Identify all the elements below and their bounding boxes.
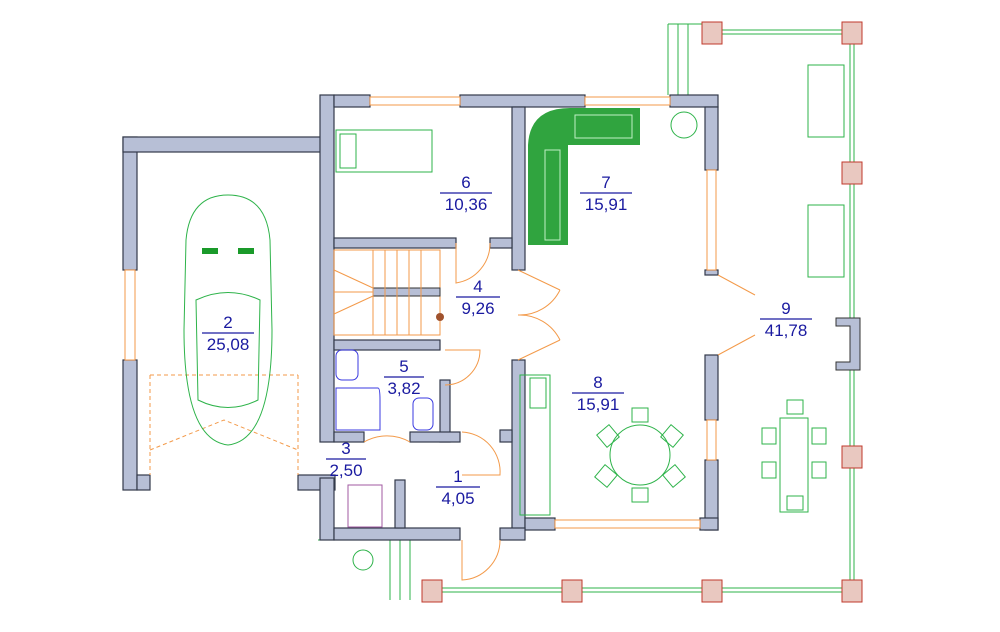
- windows: [124, 96, 717, 529]
- room-area: 15,91: [577, 395, 620, 414]
- column: [701, 21, 723, 45]
- terrace-dining-table: [761, 399, 827, 513]
- room-number: 9: [781, 299, 790, 318]
- room-label-3: 3 2,50: [326, 439, 366, 480]
- stair-start-marker: [436, 313, 444, 321]
- room-number: 4: [473, 277, 482, 296]
- staircase: [333, 249, 444, 336]
- room-area: 15,91: [585, 195, 628, 214]
- room-number: 5: [399, 357, 408, 376]
- column: [421, 579, 443, 603]
- terrace-sofas: [807, 64, 845, 278]
- room-area: 9,26: [461, 299, 494, 318]
- room-area: 10,36: [445, 195, 488, 214]
- room-label-1: 1 4,05: [436, 467, 480, 508]
- boiler: [347, 484, 383, 528]
- room-number: 3: [341, 439, 350, 458]
- doors: [149, 242, 756, 581]
- room-number: 6: [461, 173, 470, 192]
- car: [183, 194, 273, 446]
- room-label-9: 9 41,78: [760, 299, 812, 340]
- outdoor-fixture: [352, 549, 374, 571]
- room-number: 1: [453, 467, 462, 486]
- bathroom-fixtures: [335, 349, 434, 431]
- room-label-2: 2 25,08: [202, 313, 254, 354]
- dining-table-room-8: [594, 407, 686, 503]
- plant: [670, 111, 698, 139]
- column: [701, 579, 723, 603]
- bed: [335, 129, 433, 173]
- room-number: 7: [601, 173, 610, 192]
- room-area: 41,78: [765, 321, 808, 340]
- column: [841, 21, 863, 45]
- room-label-4: 4 9,26: [456, 277, 500, 318]
- room-area: 2,50: [329, 461, 362, 480]
- terrace-columns: [421, 21, 863, 603]
- corner-sofa: [528, 108, 640, 245]
- room-number: 2: [223, 313, 232, 332]
- kitchen-counter: [519, 374, 551, 516]
- room-label-7: 7 15,91: [580, 173, 632, 214]
- room-label-6: 6 10,36: [440, 173, 492, 214]
- furniture: [183, 64, 861, 571]
- column: [841, 445, 863, 469]
- room-label-5: 5 3,82: [384, 357, 424, 398]
- fireplace: [835, 317, 861, 371]
- column: [561, 579, 583, 603]
- room-area: 4,05: [441, 489, 474, 508]
- room-number: 8: [593, 373, 602, 392]
- room-area: 3,82: [387, 379, 420, 398]
- room-area: 25,08: [207, 335, 250, 354]
- room-label-8: 8 15,91: [572, 373, 624, 414]
- column: [841, 579, 863, 603]
- column: [841, 161, 863, 185]
